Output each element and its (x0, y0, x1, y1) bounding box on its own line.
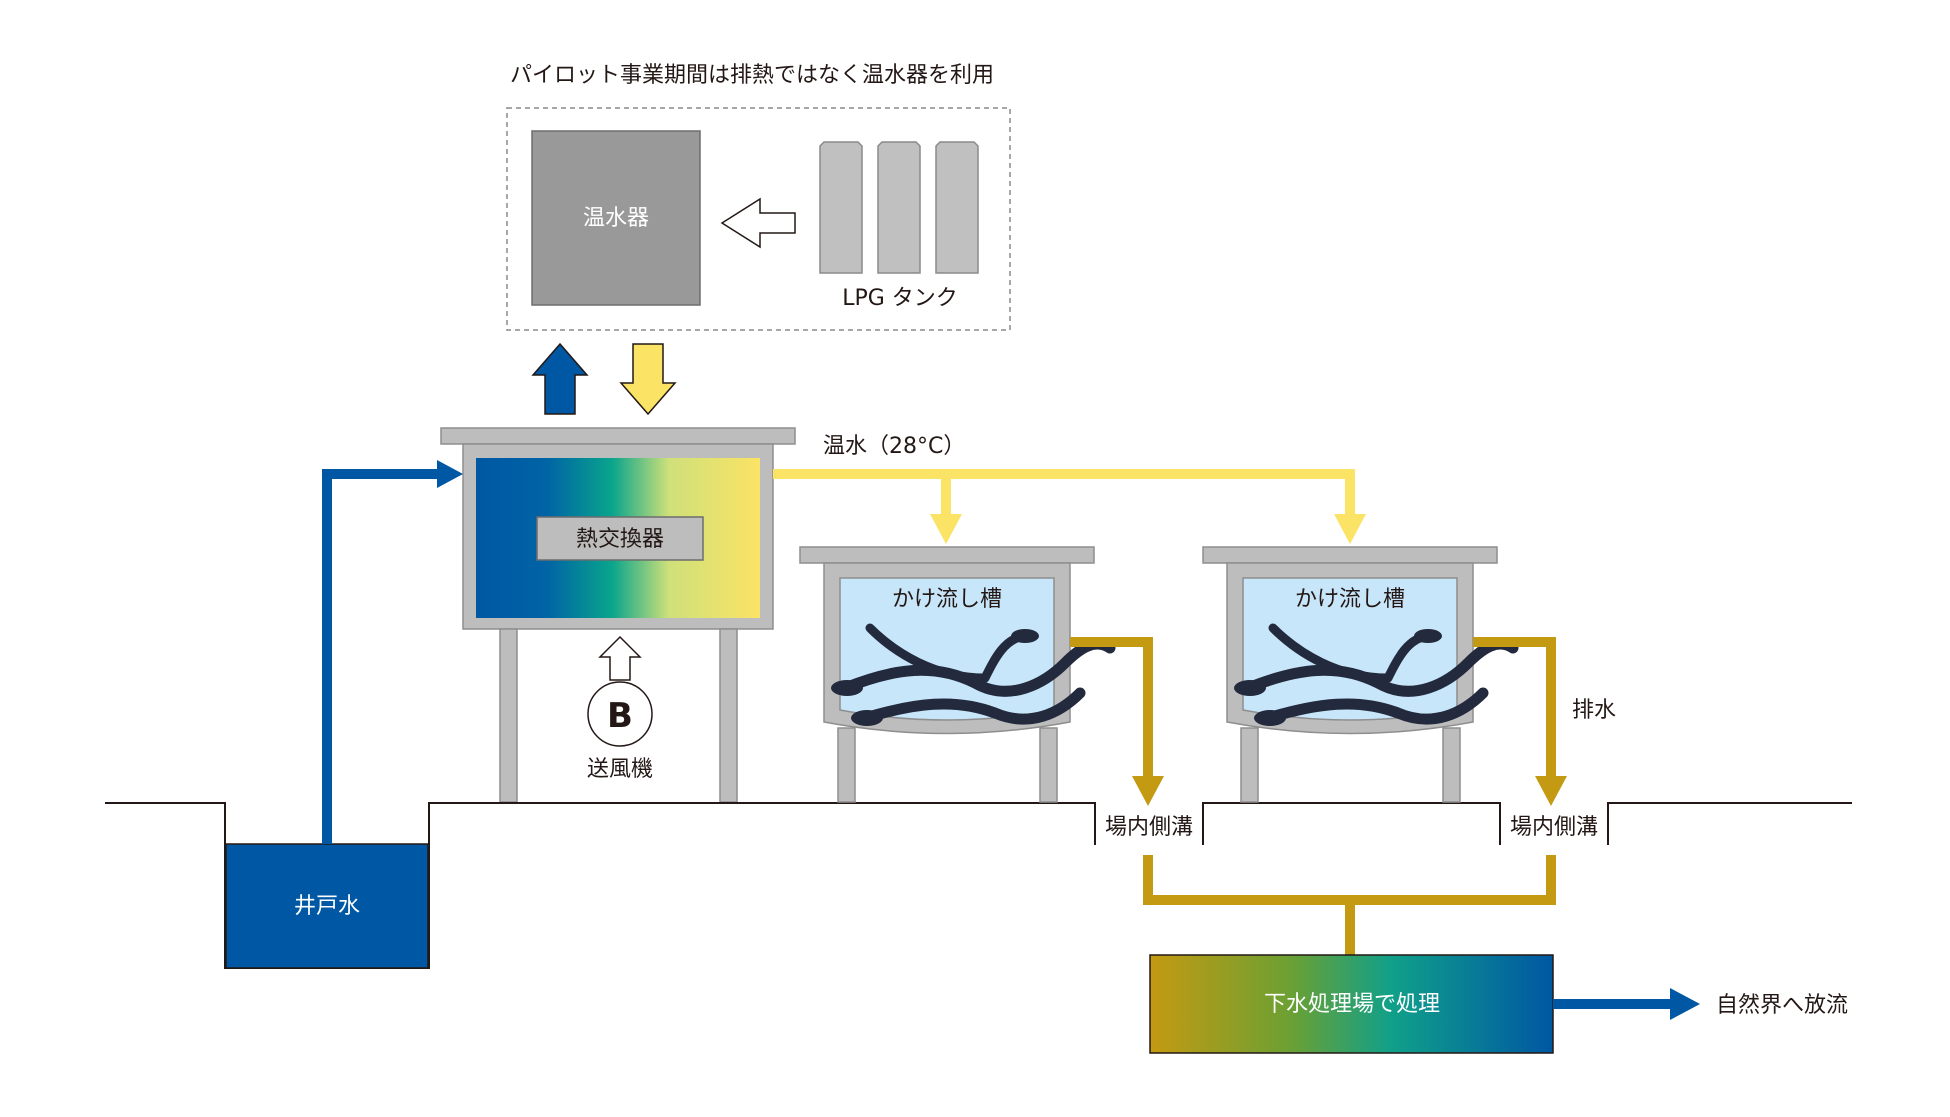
blower-icon (587, 681, 653, 747)
heat-exchanger-lid (440, 427, 796, 445)
water-heater-label: 温水器 (583, 206, 649, 231)
well-water-pipe (322, 469, 447, 844)
heat-exchanger-leg (719, 628, 738, 803)
flow-tank-2 (1202, 546, 1513, 803)
hot-water-label: 温水（28°C） (823, 434, 965, 459)
hot-water-arrowhead (930, 514, 962, 544)
water-heater-box (531, 130, 701, 306)
drain-pipe-2 (1473, 637, 1556, 782)
well-water-label: 井戸水 (294, 894, 360, 919)
drain-arrowhead (1132, 776, 1164, 806)
blower-label: 送風機 (587, 757, 653, 782)
tank-2-label: かけ流し槽 (1295, 587, 1405, 612)
discharge-arrowhead (1670, 988, 1700, 1020)
well-water-box (225, 843, 429, 969)
ground-line (105, 802, 1852, 969)
pilot-note: パイロット事業期間は排熱ではなく温水器を利用 (510, 63, 994, 88)
well-water-arrowhead (437, 460, 463, 488)
hot-water-arrowhead (1334, 514, 1366, 544)
sewage-treatment-box (1149, 954, 1554, 1054)
hot-water-down-arrow (619, 343, 677, 416)
side-ditch-label-2: 場内側溝 (1510, 815, 1598, 840)
side-ditch-label-1: 場内側溝 (1105, 815, 1193, 840)
heater-enclosure (506, 107, 1011, 331)
drain-pipe-1 (1070, 637, 1153, 782)
heat-exchanger-label-box (536, 516, 704, 561)
tank-1-label: かけ流し槽 (892, 587, 1002, 612)
discharge-label: 自然界へ放流 (1716, 993, 1848, 1018)
drain-arrowhead (1535, 776, 1567, 806)
collector-pipe (1143, 855, 1556, 905)
flow-tank-1 (799, 546, 1110, 803)
lpg-to-heater-arrow (720, 197, 796, 249)
drainage-label: 排水 (1572, 698, 1616, 723)
blower-letter: B (607, 696, 633, 736)
blower-air-arrow (598, 635, 642, 681)
lpg-tank-label: LPG タンク (842, 286, 958, 311)
lpg-tanks (819, 141, 979, 274)
heat-exchanger-label: 熱交換器 (576, 527, 664, 552)
sewage-treatment-label: 下水処理場で処理 (1264, 992, 1440, 1017)
hot-water-pipe (773, 469, 1355, 520)
cold-water-up-arrow (531, 342, 589, 415)
heat-exchanger-leg (499, 628, 518, 803)
